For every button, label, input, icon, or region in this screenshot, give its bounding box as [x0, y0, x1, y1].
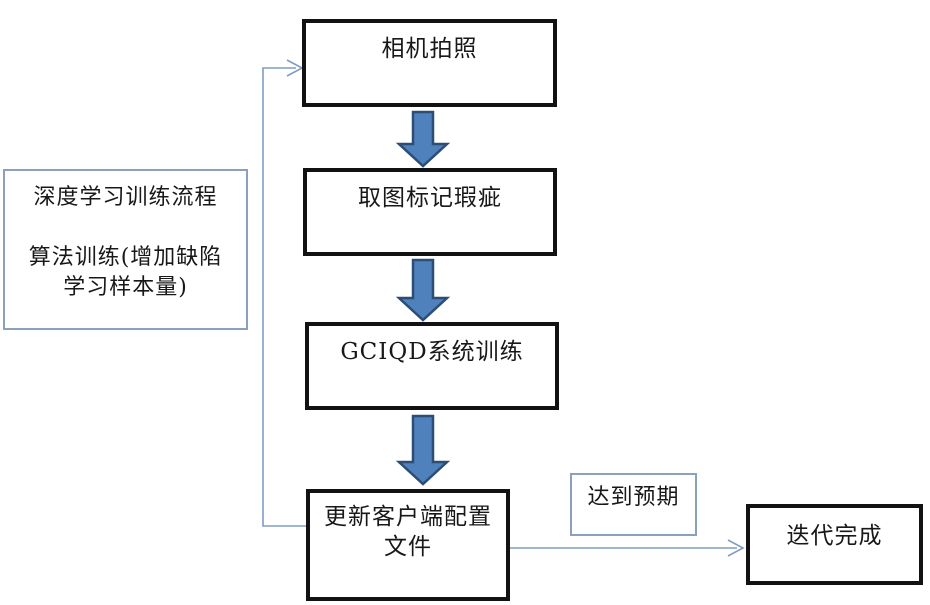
edge-label-text: 达到预期 — [587, 485, 680, 510]
down-block-arrow-icon — [395, 414, 451, 486]
down-block-arrow-icon — [395, 110, 451, 168]
down-block-arrow-icon — [395, 258, 451, 322]
node-mark-defects: 取图标记瑕疵 — [303, 168, 557, 256]
node-update-config: 更新客户端配置 文件 — [306, 489, 510, 601]
node-iteration-done-label: 迭代完成 — [786, 523, 883, 549]
node-camera-photo-label: 相机拍照 — [381, 36, 478, 62]
node-update-config-label-line1: 更新客户端配置 — [324, 504, 492, 530]
node-gciqd-training-label: GCIQD系统训练 — [340, 339, 524, 365]
result-arrowhead-icon — [727, 539, 745, 557]
node-camera-photo: 相机拍照 — [302, 19, 557, 107]
feedback-connector-line — [262, 67, 306, 527]
node-mark-defects-label: 取图标记瑕疵 — [358, 185, 502, 211]
edge-label-box: 达到预期 — [570, 473, 697, 536]
node-iteration-done: 迭代完成 — [746, 504, 923, 585]
panel-spacer — [5, 213, 246, 243]
panel-title-text: 深度学习训练流程 — [33, 185, 218, 210]
node-gciqd-training: GCIQD系统训练 — [305, 322, 559, 410]
panel-body-text-line1: 算法训练(增加缺陷 — [28, 245, 223, 270]
node-update-config-label-line2: 文件 — [384, 534, 432, 560]
left-annotation-panel: 深度学习训练流程 算法训练(增加缺陷 学习样本量) — [3, 169, 248, 330]
panel-body-text-line2: 学习样本量) — [63, 275, 188, 300]
